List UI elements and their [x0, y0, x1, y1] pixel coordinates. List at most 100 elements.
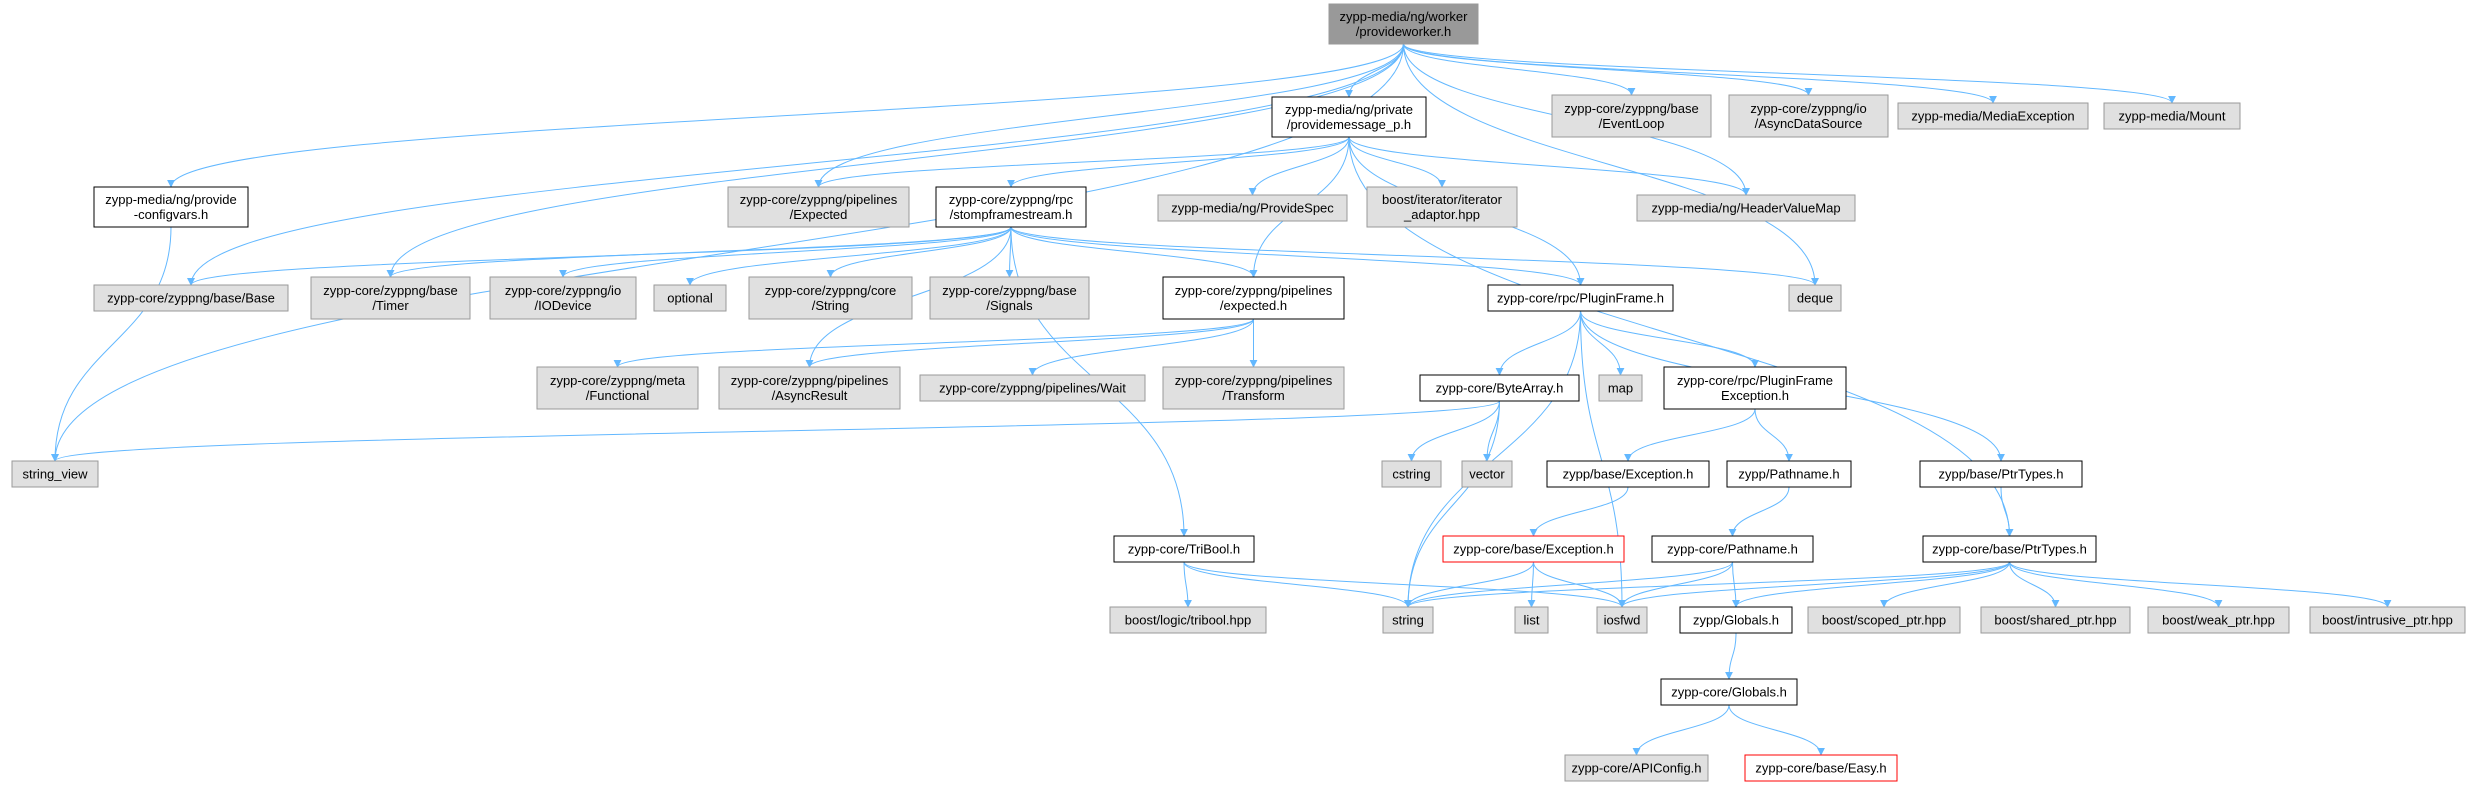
edge-providemessage-to-iterator_adaptor	[1348, 136, 1446, 188]
edge-zypp_base_Exception-to-core_base_Exception	[1529, 486, 1629, 537]
edge-providemessage-to-stompframestream	[1007, 136, 1350, 188]
node-core_base_Exception[interactable]: zypp-core/base/Exception.h	[1442, 535, 1625, 563]
edge-root-to-deque	[1403, 43, 1819, 286]
node-root[interactable]: zypp-media/ng/worker/provideworker.h	[1328, 3, 1479, 45]
edge-stompframestream-to-pipelines_expected_h	[1010, 226, 1258, 278]
node-apiconfig[interactable]: zypp-core/APIConfig.h	[1564, 754, 1709, 782]
edge-pluginframe-to-bytearray	[1495, 310, 1581, 376]
node-pipelines_AsyncResult[interactable]: zypp-core/zyppng/pipelines/AsyncResult	[718, 366, 901, 410]
edge-root-to-eventloop	[1403, 43, 1636, 96]
node-label-intrusive_ptr: boost/intrusive_ptr.hpp	[2322, 613, 2453, 628]
node-box-core_base_Exception	[1442, 535, 1625, 563]
edge-bytearray-to-string_view	[51, 400, 1500, 462]
node-string_view[interactable]: string_view	[11, 460, 99, 488]
node-tribool[interactable]: zypp-core/TriBool.h	[1113, 535, 1255, 563]
node-box-string_view	[11, 460, 99, 488]
node-label-provideconfigvars: -configvars.h	[134, 207, 208, 222]
node-stompframestream[interactable]: zypp-core/zyppng/rpc/stompframestream.h	[935, 186, 1087, 228]
edge-providemessage-to-headervaluemap	[1348, 136, 1750, 196]
node-label-core_Pathname: zypp-core/Pathname.h	[1667, 542, 1798, 557]
node-iosfwd[interactable]: iosfwd	[1596, 606, 1648, 634]
node-headervaluemap[interactable]: zypp-media/ng/HeaderValueMap	[1636, 194, 1856, 222]
node-box-base_Timer	[310, 276, 471, 320]
node-provideconfigvars[interactable]: zypp-media/ng/provide-configvars.h	[93, 186, 249, 228]
node-base_Signals[interactable]: zypp-core/zyppng/base/Signals	[929, 276, 1090, 320]
node-label-mount: zypp-media/Mount	[2119, 109, 2226, 124]
node-box-base_Base	[93, 284, 289, 312]
node-core_Pathname[interactable]: zypp-core/Pathname.h	[1651, 535, 1814, 563]
edge-providemessage-to-pipelines_Expected	[814, 136, 1350, 188]
edge-providemessage-to-providespec	[1248, 136, 1350, 196]
edge-core_Pathname-to-string	[1404, 561, 1733, 608]
node-logic_tribool[interactable]: boost/logic/tribool.hpp	[1109, 606, 1267, 634]
node-zypp_Pathname[interactable]: zypp/Pathname.h	[1726, 460, 1852, 488]
node-box-base_Signals	[929, 276, 1090, 320]
edge-pluginframeexception-to-zypp_base_Exception	[1624, 408, 1756, 462]
node-box-core_Globals	[1660, 678, 1798, 706]
node-box-zypp_Pathname	[1726, 460, 1852, 488]
node-base_Timer[interactable]: zypp-core/zyppng/base/Timer	[310, 276, 471, 320]
edge-pipelines_expected_h-to-meta_Functional	[613, 318, 1254, 368]
node-pipelines_Expected[interactable]: zypp-core/zyppng/pipelines/Expected	[727, 186, 910, 228]
node-label-pipelines_Transform: /Transform	[1222, 388, 1284, 403]
node-label-zypp_Pathname: zypp/Pathname.h	[1738, 467, 1839, 482]
node-vector[interactable]: vector	[1461, 460, 1513, 488]
node-map[interactable]: map	[1598, 374, 1643, 402]
node-string[interactable]: string	[1382, 606, 1434, 634]
edge-bytearray-to-cstring	[1407, 400, 1500, 462]
node-label-logic_tribool: boost/logic/tribool.hpp	[1125, 613, 1251, 628]
node-cstring[interactable]: cstring	[1381, 460, 1442, 488]
node-pipelines_Wait[interactable]: zypp-core/zyppng/pipelines/Wait	[919, 374, 1146, 402]
node-base_Easy[interactable]: zypp-core/base/Easy.h	[1744, 754, 1898, 782]
node-box-base_Easy	[1744, 754, 1898, 782]
node-meta_Functional[interactable]: zypp-core/zyppng/meta/Functional	[536, 366, 699, 410]
node-box-pipelines_Transform	[1162, 366, 1345, 410]
edge-provideconfigvars-to-string_view	[51, 226, 172, 462]
node-scoped_ptr[interactable]: boost/scoped_ptr.hpp	[1807, 606, 1961, 634]
node-box-shared_ptr	[1980, 606, 2131, 634]
node-core_base_PtrTypes[interactable]: zypp-core/base/PtrTypes.h	[1922, 535, 2097, 563]
node-providespec[interactable]: zypp-media/ng/ProvideSpec	[1157, 194, 1348, 222]
node-box-optional	[653, 284, 727, 312]
node-pipelines_Transform[interactable]: zypp-core/zyppng/pipelines/Transform	[1162, 366, 1345, 410]
node-pipelines_expected_h[interactable]: zypp-core/zyppng/pipelines/expected.h	[1162, 276, 1345, 320]
node-label-providemessage: zypp-media/ng/private	[1285, 102, 1413, 117]
node-io_IODevice[interactable]: zypp-core/zyppng/io/IODevice	[489, 276, 637, 320]
node-providemessage[interactable]: zypp-media/ng/private/providemessage_p.h	[1271, 96, 1427, 138]
node-base_Base[interactable]: zypp-core/zyppng/base/Base	[93, 284, 289, 312]
edge-core_base_Exception-to-string	[1404, 561, 1534, 608]
node-list[interactable]: list	[1514, 606, 1549, 634]
node-zypp_base_PtrTypes[interactable]: zypp/base/PtrTypes.h	[1919, 460, 2083, 488]
node-intrusive_ptr[interactable]: boost/intrusive_ptr.hpp	[2309, 606, 2466, 634]
node-optional[interactable]: optional	[653, 284, 727, 312]
node-label-cstring: cstring	[1392, 467, 1430, 482]
node-core_String[interactable]: zypp-core/zyppng/core/String	[748, 276, 913, 320]
node-deque[interactable]: deque	[1788, 284, 1842, 312]
node-shared_ptr[interactable]: boost/shared_ptr.hpp	[1980, 606, 2131, 634]
node-weak_ptr[interactable]: boost/weak_ptr.hpp	[2147, 606, 2290, 634]
node-eventloop[interactable]: zypp-core/zyppng/base/EventLoop	[1551, 94, 1712, 138]
node-mediaexception[interactable]: zypp-media/MediaException	[1897, 102, 2089, 130]
node-mount[interactable]: zypp-media/Mount	[2103, 102, 2241, 130]
node-iterator_adaptor[interactable]: boost/iterator/iterator_adaptor.hpp	[1366, 186, 1518, 228]
node-asyncdatasource[interactable]: zypp-core/zyppng/io/AsyncDataSource	[1728, 94, 1889, 138]
node-label-providespec: zypp-media/ng/ProvideSpec	[1171, 201, 1334, 216]
node-pluginframe[interactable]: zypp-core/rpc/PluginFrame.h	[1487, 284, 1674, 312]
node-box-pipelines_expected_h	[1162, 276, 1345, 320]
node-label-base_Signals: zypp-core/zyppng/base	[942, 283, 1076, 298]
node-box-core_base_PtrTypes	[1922, 535, 2097, 563]
node-box-intrusive_ptr	[2309, 606, 2466, 634]
node-bytearray[interactable]: zypp-core/ByteArray.h	[1419, 374, 1580, 402]
node-label-base_Easy: zypp-core/base/Easy.h	[1755, 761, 1886, 776]
node-label-base_Timer: zypp-core/zyppng/base	[323, 283, 457, 298]
node-label-provideconfigvars: zypp-media/ng/provide	[105, 192, 237, 207]
edge-root-to-asyncdatasource	[1403, 43, 1813, 96]
node-zypp_base_Exception[interactable]: zypp/base/Exception.h	[1546, 460, 1710, 488]
edge-core_base_PtrTypes-to-weak_ptr	[2009, 561, 2223, 608]
node-core_Globals[interactable]: zypp-core/Globals.h	[1660, 678, 1798, 706]
node-zypp_Globals[interactable]: zypp/Globals.h	[1679, 606, 1793, 634]
node-label-base_Base: zypp-core/zyppng/base/Base	[107, 291, 275, 306]
node-box-deque	[1788, 284, 1842, 312]
